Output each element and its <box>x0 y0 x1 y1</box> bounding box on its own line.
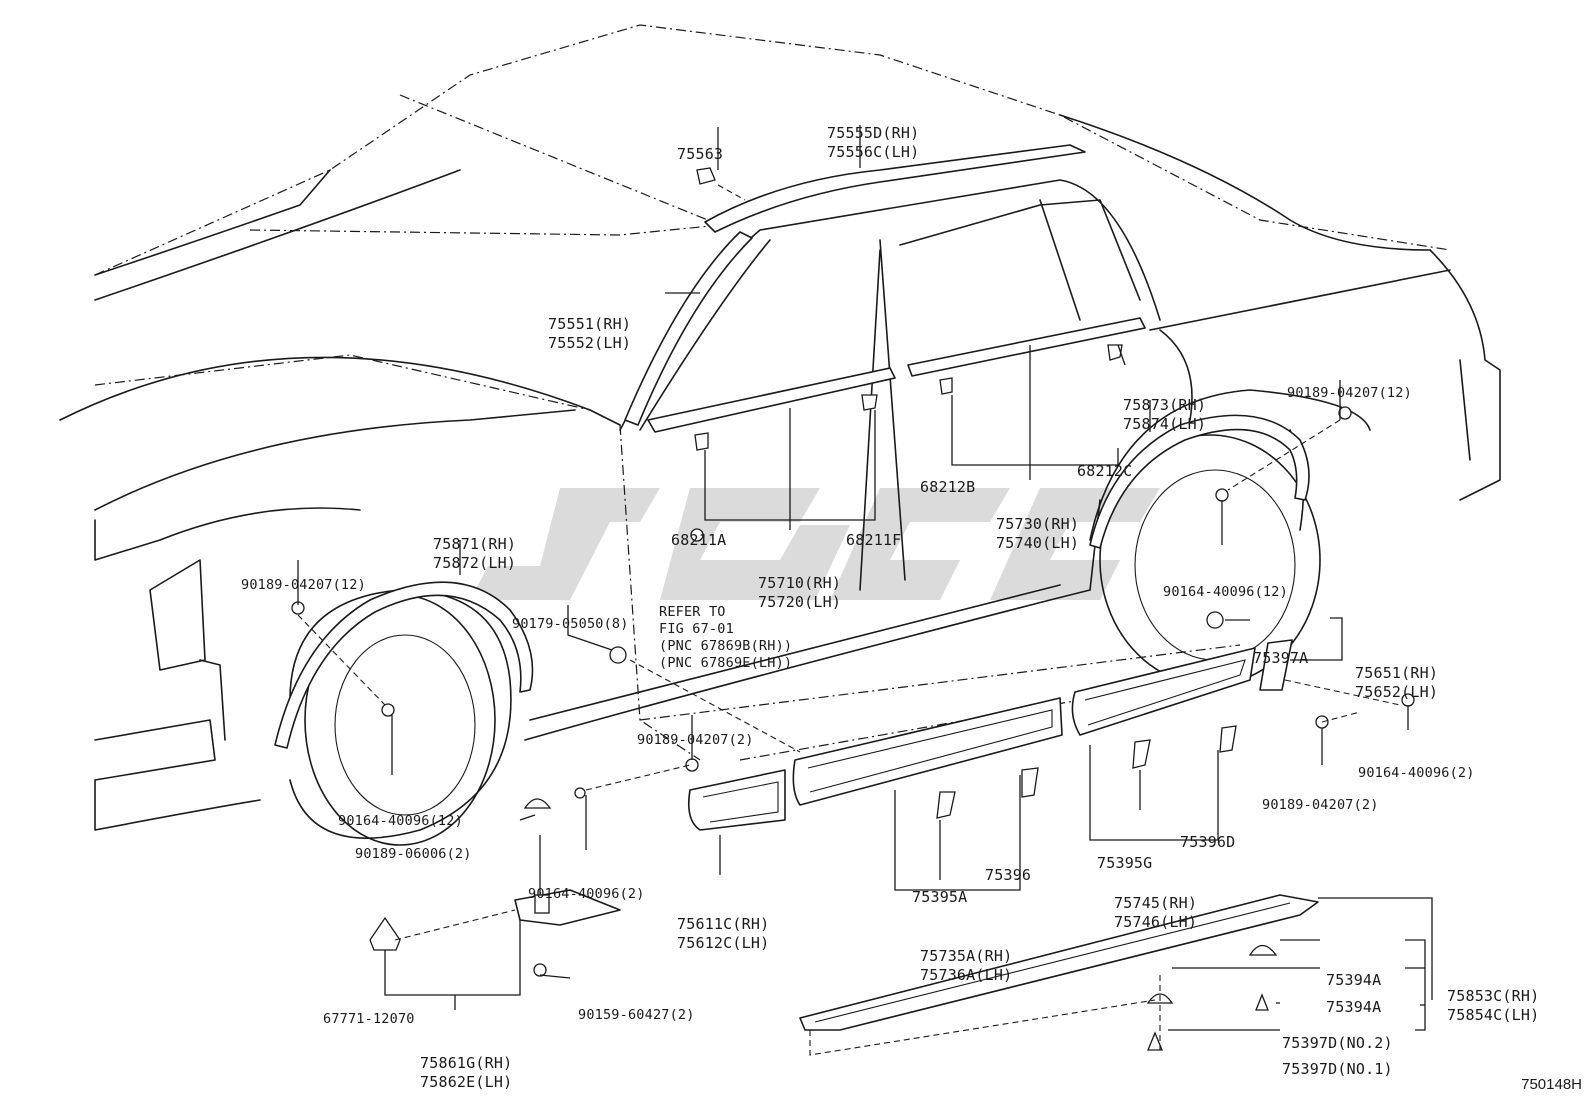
quarter-side-molding <box>1259 639 1293 691</box>
body-outline <box>59 114 1501 831</box>
callout-68211F: 68211F <box>846 531 902 549</box>
clips <box>291 167 1415 1051</box>
callout-75394A-lower: 75394A <box>1326 998 1382 1016</box>
callout-75861G: 75861G(RH)75862E(LH) <box>420 1054 513 1091</box>
rear-door-side-molding <box>1071 647 1256 736</box>
rocker-panel-molding <box>799 894 1319 1031</box>
callout-68212C: 68212C <box>1077 462 1133 480</box>
callout-75397A: 75397A <box>1253 649 1309 667</box>
roof-drip-molding <box>704 144 1086 233</box>
callout-67771-12070: 67771-12070 <box>323 1011 415 1027</box>
callout-75651: 75651(RH)75652(LH) <box>1355 664 1439 701</box>
callout-75745: 75745(RH)75746(LH) <box>1114 894 1198 931</box>
callout-75710: 75710(RH)75720(LH) <box>758 574 842 611</box>
callout-75563: 75563 <box>677 145 724 163</box>
callout-75394A-upper: 75394A <box>1326 971 1382 989</box>
callout-75871: 75871(RH)75872(LH) <box>433 535 517 572</box>
front-arch-molding <box>274 581 534 749</box>
callout-75397D-no2: 75397D(NO.2) <box>1282 1034 1393 1052</box>
callout-75551: 75551(RH)75552(LH) <box>548 315 632 352</box>
callout-75395A: 75395A <box>912 888 968 906</box>
callout-68211A: 68211A <box>671 531 727 549</box>
callout-90189-06006: 90189-06006(2) <box>355 846 472 862</box>
callout-75611C: 75611C(RH)75612C(LH) <box>677 915 770 952</box>
callout-75396: 75396 <box>985 866 1032 884</box>
callout-75397D-no1: 75397D(NO.1) <box>1282 1060 1393 1078</box>
front-fender-side-molding <box>687 769 786 831</box>
callout-90164-40096-front: 90164-40096(12) <box>338 813 463 829</box>
callout-90164-40096-fender: 90164-40096(2) <box>528 886 645 902</box>
callout-75396D: 75396D <box>1180 833 1236 851</box>
mudguard <box>514 889 621 926</box>
callout-75873: 75873(RH)75874(LH) <box>1123 396 1207 433</box>
callout-90189-04207-rear: 90189-04207(12) <box>1287 385 1412 401</box>
callout-68212B: 68212B <box>920 478 976 496</box>
front-door-side-molding <box>792 697 1063 806</box>
rear-belt-molding <box>907 317 1146 377</box>
callout-90189-04207-front: 90189-04207(12) <box>241 577 366 593</box>
front-belt-molding <box>647 367 896 433</box>
leader-lines <box>297 125 1433 1056</box>
callout-75555D: 75555D(RH)75556C(LH) <box>827 124 920 161</box>
callout-75730: 75730(RH)75740(LH) <box>996 515 1080 552</box>
windshield-pillar-molding <box>624 231 753 426</box>
callout-75735A: 75735A(RH)75736A(LH) <box>920 947 1013 984</box>
callout-90164-40096-rear: 90164-40096(12) <box>1163 584 1288 600</box>
callout-90159-60427: 90159-60427(2) <box>578 1007 695 1023</box>
callout-90179-05050: 90179-05050(8) <box>512 616 629 632</box>
callout-90189-04207-center: 90189-04207(2) <box>637 732 754 748</box>
figure-code: 750148H <box>1521 1076 1582 1093</box>
callout-75853C: 75853C(RH)75854C(LH) <box>1447 987 1540 1024</box>
callout-90189-04207-quarter: 90189-04207(2) <box>1262 797 1379 813</box>
callout-75395G: 75395G <box>1097 854 1153 872</box>
rear-arch-molding <box>1089 414 1310 549</box>
callout-90164-40096-quarter: 90164-40096(2) <box>1358 765 1475 781</box>
